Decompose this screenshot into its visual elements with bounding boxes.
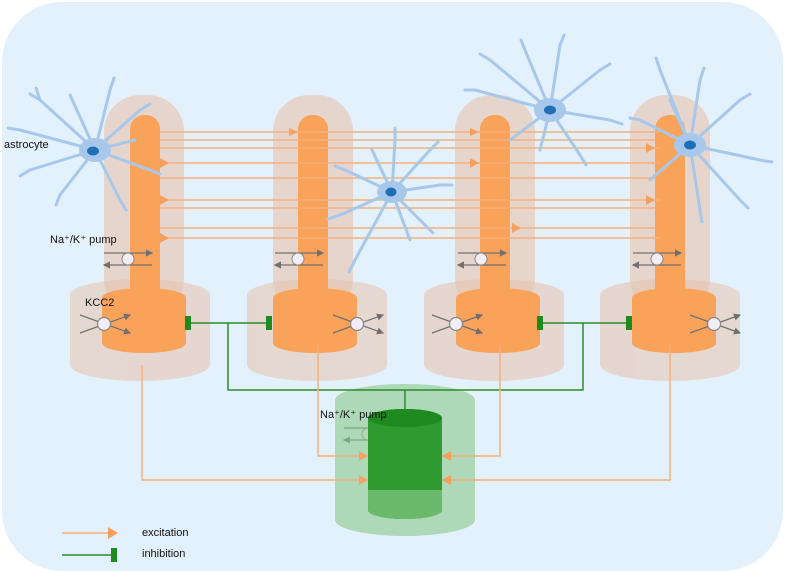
interneuron-pump-label: Na⁺/K⁺ pump (320, 409, 387, 421)
astrocyte-nucleus (87, 146, 99, 156)
astrocyte-label: astrocyte (4, 139, 49, 151)
excitatory-synapses (160, 128, 655, 243)
cotransporter-icon (79, 313, 132, 335)
pump-icon (456, 249, 508, 269)
interneuron-excitatory-input (141, 345, 671, 481)
legend (62, 527, 118, 562)
astrocyte-nucleus (684, 140, 696, 150)
legend-excitation-label: excitation (142, 527, 189, 539)
legend-inhibition-label: inhibition (142, 548, 186, 560)
astrocyte-nucleus (544, 105, 556, 115)
synapse-terminal-icon (185, 316, 632, 330)
inhibitory-connections (186, 322, 630, 410)
astrocyte-cell-icon (6, 76, 162, 212)
interneuron-excitatory-synapses (359, 451, 451, 485)
pyramidal-cell-1 (102, 115, 186, 353)
astrocyte-cell-icon (463, 33, 624, 167)
kcc2-label: KCC2 (85, 297, 115, 309)
cotransporter-icon (332, 313, 385, 335)
cotransporter-icon (689, 313, 742, 335)
legend-inhibition-symbol (111, 548, 117, 562)
legend-excitation-symbol (108, 527, 118, 539)
astrocyte-nucleus (385, 187, 397, 197)
pump-icon (631, 249, 683, 269)
interneuron-cell (368, 409, 442, 519)
pump-label: Na⁺/K⁺ pump (50, 234, 117, 246)
astrocyte-cell-icon (326, 126, 454, 274)
astrocyte-cell-icon (628, 56, 774, 224)
pump-icon (102, 249, 154, 269)
pump-icon (273, 249, 325, 269)
cotransporter-icon (431, 313, 484, 335)
